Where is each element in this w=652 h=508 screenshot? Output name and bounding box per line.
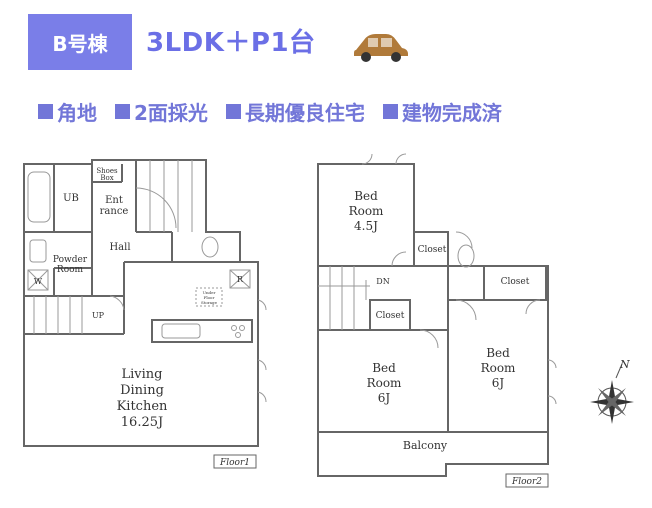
ldk-3: Kitchen	[117, 399, 168, 414]
bed2-3: 6J	[378, 391, 391, 405]
floor2-label: Floor2	[511, 477, 542, 487]
storage-1: Under	[203, 290, 216, 295]
room-entrance-2: rance	[100, 206, 129, 217]
ldk-2: Dining	[120, 383, 164, 398]
room-entrance: Ent	[105, 195, 123, 206]
stair-dn: DN	[376, 277, 389, 286]
feature-label: 2面採光	[134, 101, 208, 125]
feature-item: 長期優良住宅	[225, 97, 365, 126]
bed2-1: Bed	[372, 361, 396, 375]
floor1-label: Floor1	[219, 458, 250, 468]
storage-3: Storage	[201, 300, 218, 305]
bed1-3: 4.5J	[354, 219, 378, 233]
room-powder: Powder	[53, 255, 88, 265]
room-shoes: Shoes	[96, 167, 118, 175]
stair-up: UP	[92, 311, 105, 320]
ldk-4: 16.25J	[121, 415, 163, 430]
balcony: Balcony	[403, 439, 448, 452]
feature-item: 2面採光	[115, 97, 208, 126]
room-shoes-box: Box	[100, 174, 113, 182]
room-w: W	[34, 277, 43, 286]
closet2: Closet	[501, 277, 530, 287]
bullet-square-icon	[115, 104, 130, 119]
feature-label: 建物完成済	[401, 101, 502, 125]
room-r: R	[237, 275, 244, 284]
compass-north: N	[619, 358, 630, 371]
floor2-tag	[505, 473, 549, 488]
storage-2: Floor	[204, 295, 215, 300]
bullet-square-icon	[382, 104, 398, 119]
building-badge: B号棟	[28, 14, 132, 70]
feature-item: 角地	[38, 97, 97, 126]
closet3: Closet	[376, 311, 405, 321]
bed3-1: Bed	[486, 346, 510, 360]
bullet-square-icon	[225, 104, 241, 119]
bed3-3: 6J	[492, 376, 505, 390]
closet1: Closet	[418, 245, 447, 255]
layout-title: 3LDK＋P1台	[146, 28, 316, 58]
bed1-1: Bed	[354, 189, 378, 203]
bed3-2: Room	[481, 361, 516, 375]
compass-icon	[590, 363, 634, 424]
car-icon	[354, 34, 408, 62]
feature-label: 角地	[57, 101, 97, 125]
bed2-2: Room	[367, 376, 402, 390]
room-ub: UB	[63, 193, 79, 204]
room-hall: Hall	[109, 242, 130, 253]
room-powder-2: Room	[57, 265, 84, 275]
bullet-square-icon	[38, 104, 53, 119]
feature-label: 長期優良住宅	[244, 101, 365, 125]
ldk-1: Living	[122, 367, 163, 382]
feature-item: 建物完成済	[382, 97, 502, 126]
feature-list: 角地 2面採光 長期優良住宅 建物完成済	[38, 97, 502, 126]
floor1-tag	[213, 454, 257, 469]
bed1-2: Room	[349, 204, 384, 218]
